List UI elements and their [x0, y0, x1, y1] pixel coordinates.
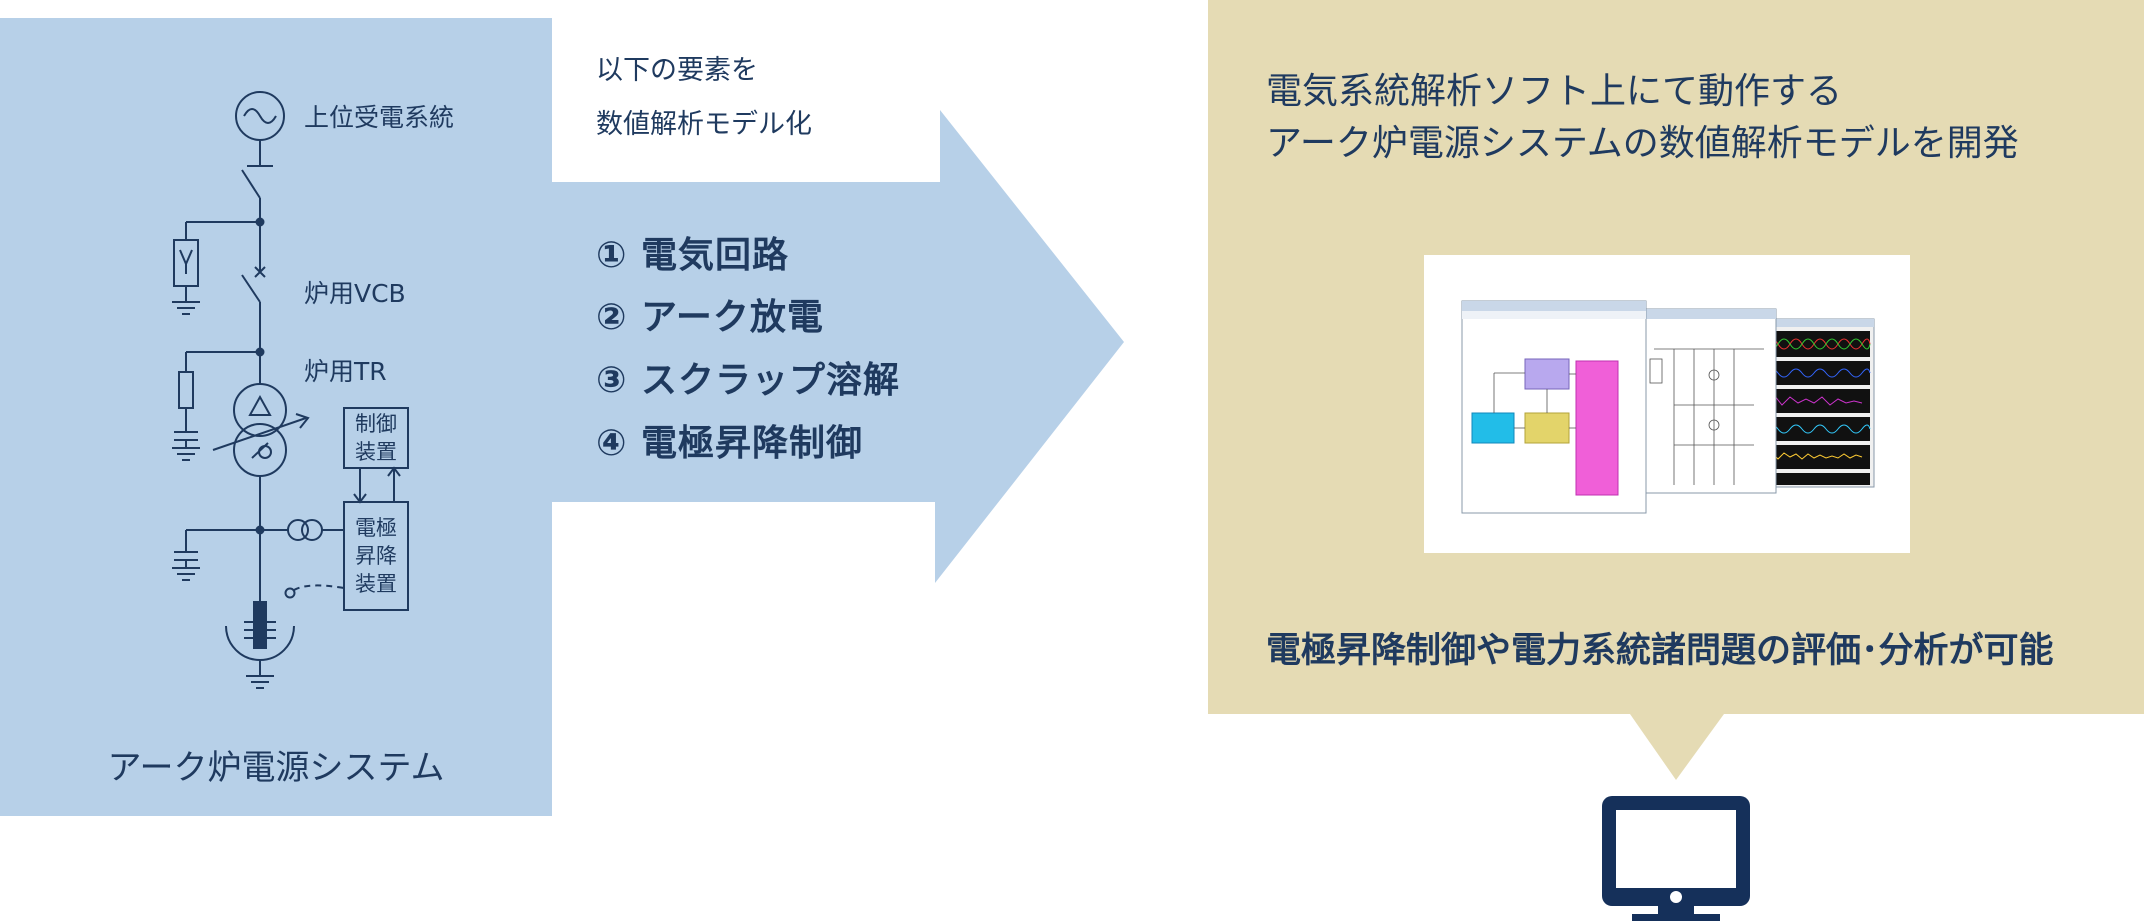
- monitor-icon: [1602, 796, 1750, 921]
- vcb-label: 炉用VCB: [304, 279, 406, 308]
- tr-label: 炉用TR: [304, 357, 387, 386]
- note-line-1: 以下の要素を: [596, 55, 758, 86]
- ground-icon: [172, 301, 200, 315]
- circuit-diagram: [172, 91, 409, 689]
- switch-icon: [241, 169, 261, 199]
- screenshot-illustration: [1461, 300, 1875, 514]
- conclusion-text: 電極昇降制御や電力系統諸問題の評価･分析が可能: [1266, 631, 2054, 671]
- element-item: ③ スクラップ溶解: [596, 360, 901, 401]
- software-screenshot: [1424, 255, 1910, 553]
- system-title: アーク炉電源システム: [107, 748, 445, 788]
- element-item: ④ 電極昇降制御: [596, 423, 864, 464]
- headline-line-1: 電気系統解析ソフト上にて動作する: [1266, 71, 1843, 112]
- headline-line-2: アーク炉電源システムの数値解析モデルを開発: [1266, 123, 2019, 164]
- note-box: [552, 18, 940, 182]
- note-line-2: 数値解析モデル化: [596, 109, 812, 140]
- element-item: ② アーク放電: [596, 297, 824, 338]
- process-arrow: [552, 110, 1124, 583]
- electrode-icon: [225, 601, 295, 689]
- transformer-icon: [212, 383, 310, 477]
- element-item: ① 電気回路: [596, 235, 790, 276]
- system-panel: [0, 18, 552, 816]
- source-label: 上位受電系統: [304, 103, 455, 132]
- electrode-box-label: 電極 昇降 装置: [355, 516, 397, 596]
- control-box-label: 制御 装置: [355, 412, 397, 464]
